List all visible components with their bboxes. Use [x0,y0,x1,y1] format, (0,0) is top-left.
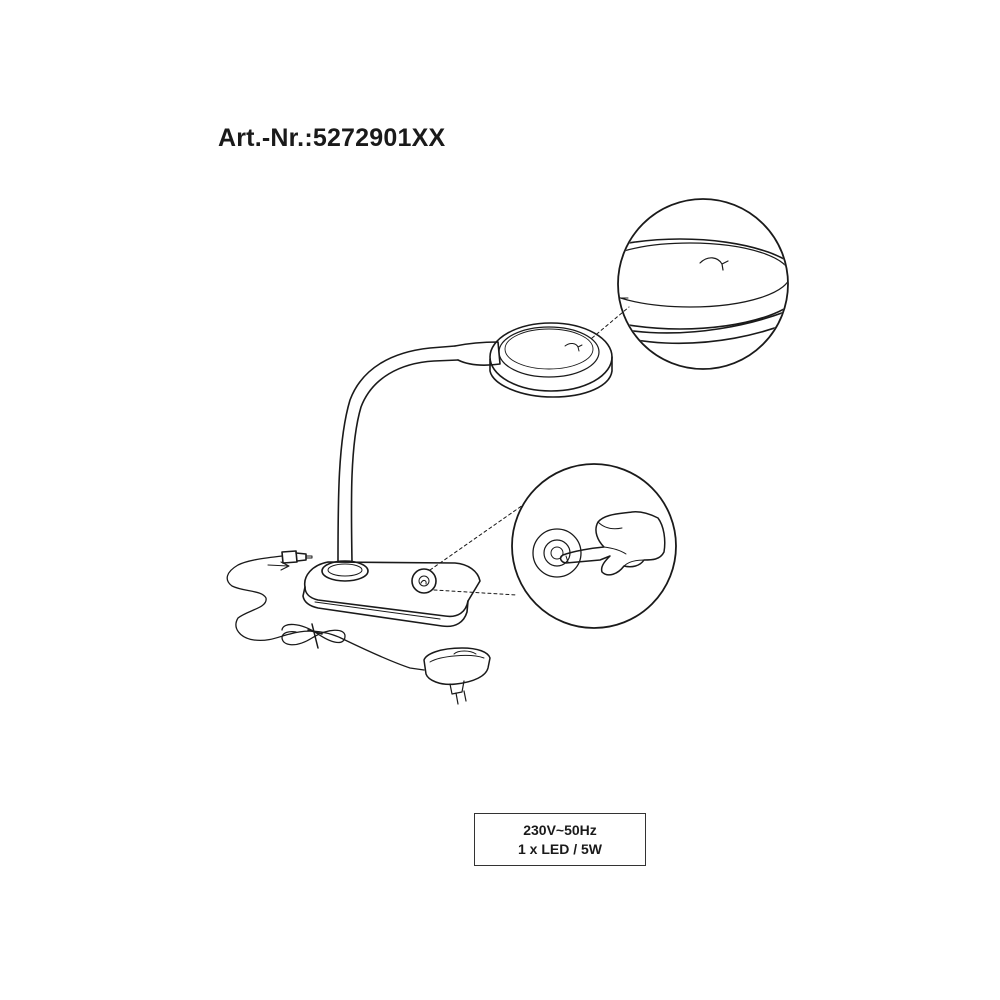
head-detail-leader-line [591,306,630,339]
spec-voltage: 230V~50Hz [523,821,597,838]
electrical-spec-box: 230V~50Hz 1 x LED / 5W [474,813,646,866]
power-cable [226,555,425,671]
touch-switch-on-base [411,568,437,594]
head-detail-magnifier [617,198,789,370]
power-adapter-icon [423,647,491,705]
touch-switch-detail-magnifier [511,463,677,629]
finger-pressing-hand [559,511,666,576]
gooseneck-arm [337,341,501,563]
spec-lamp: 1 x LED / 5W [517,840,603,857]
article-number-title: Art.-Nr.:5272901XX [218,124,446,152]
lamp-base [302,560,481,628]
switch-detail-leader-lines [429,504,524,596]
insert-direction-arrow-icon [267,561,290,571]
dc-connector-plug [281,550,313,564]
lamp-head [489,322,613,398]
cable-coil-with-tie [281,623,346,649]
